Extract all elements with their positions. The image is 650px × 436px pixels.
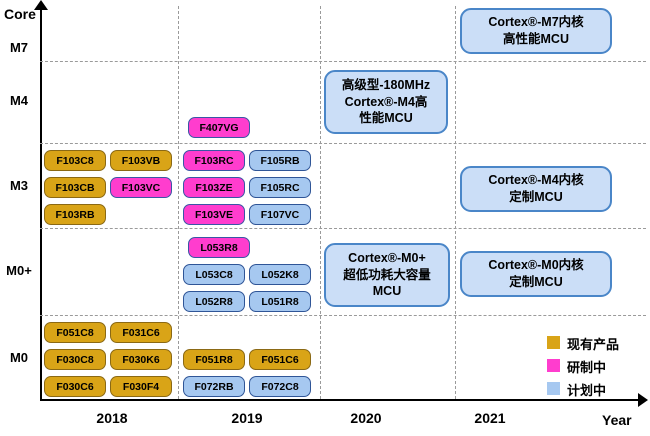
mcu-chip: F030C6 <box>44 376 106 397</box>
annotation-line: Cortex®-M0+ <box>348 250 426 265</box>
y-tick-m7: M7 <box>9 40 29 55</box>
annotation-line: 高性能MCU <box>503 32 569 46</box>
annotation-cortex-m0plus: Cortex®-M0+ 超低功耗大容量 MCU <box>324 243 450 307</box>
x-axis-arrow-icon <box>638 393 648 407</box>
mcu-chip: F103RB <box>44 204 106 225</box>
x-axis-title: Year <box>602 412 632 428</box>
gridline-horizontal <box>40 228 646 229</box>
mcu-chip: F051C6 <box>249 349 311 370</box>
y-tick-m4: M4 <box>9 93 29 108</box>
annotation-line: 定制MCU <box>509 275 563 289</box>
mcu-chip: F103C8 <box>44 150 106 171</box>
annotation-cortex-m0-custom: Cortex®-M0内核 定制MCU <box>460 251 612 297</box>
y-axis-title: Core <box>4 6 36 22</box>
mcu-chip: F051C8 <box>44 322 106 343</box>
x-axis-line <box>40 399 640 401</box>
gridline-horizontal <box>40 61 646 62</box>
legend-swatch-existing <box>547 336 560 349</box>
annotation-line: 高级型-180MHz <box>341 77 431 92</box>
legend-swatch-planned <box>547 382 560 395</box>
y-axis-line <box>40 8 42 399</box>
annotation-line: Cortex®-M4高 <box>344 94 428 109</box>
y-tick-m0: M0 <box>9 350 29 365</box>
mcu-chip: F107VC <box>249 204 311 225</box>
mcu-chip: L051R8 <box>249 291 311 312</box>
mcu-chip: F051R8 <box>183 349 245 370</box>
mcu-chip: F103VE <box>183 204 245 225</box>
legend-label-existing: 现有产品 <box>567 337 620 352</box>
mcu-chip: F103VB <box>110 150 172 171</box>
annotation-line: Cortex®-M4内核 <box>488 173 584 188</box>
gridline-vertical <box>320 6 321 399</box>
y-tick-m3: M3 <box>9 178 29 193</box>
x-tick-2020: 2020 <box>350 410 382 426</box>
mcu-chip: F072C8 <box>249 376 311 397</box>
x-tick-2018: 2018 <box>96 410 128 426</box>
mcu-chip: F030F4 <box>110 376 172 397</box>
mcu-chip: F030C8 <box>44 349 106 370</box>
gridline-vertical <box>455 6 456 399</box>
mcu-chip: F103CB <box>44 177 106 198</box>
gridline-vertical <box>178 6 179 399</box>
legend-label-in-development: 研制中 <box>567 360 607 375</box>
y-axis-arrow-icon <box>34 0 48 10</box>
annotation-cortex-m7: Cortex®-M7内核 高性能MCU <box>460 8 612 54</box>
mcu-chip: F105RB <box>249 150 311 171</box>
legend-swatch-in-development <box>547 359 560 372</box>
mcu-chip: L052K8 <box>249 264 311 285</box>
mcu-chip: F407VG <box>188 117 250 138</box>
mcu-chip: F072RB <box>183 376 245 397</box>
annotation-cortex-m4-180mhz: 高级型-180MHz Cortex®-M4高 性能MCU <box>324 70 448 134</box>
mcu-chip: F103RC <box>183 150 245 171</box>
annotation-cortex-m4-custom: Cortex®-M4内核 定制MCU <box>460 166 612 212</box>
y-tick-m0plus: M0+ <box>6 263 32 278</box>
gridline-horizontal <box>40 315 646 316</box>
mcu-chip: L053R8 <box>188 237 250 258</box>
mcu-chip: F031C6 <box>110 322 172 343</box>
annotation-line: 性能MCU <box>359 111 413 126</box>
mcu-chip: L052R8 <box>183 291 245 312</box>
annotation-line: MCU <box>372 284 402 299</box>
mcu-chip: F103ZE <box>183 177 245 198</box>
x-tick-2019: 2019 <box>231 410 263 426</box>
annotation-line: Cortex®-M0内核 <box>488 258 584 273</box>
mcu-chip: F030K6 <box>110 349 172 370</box>
gridline-horizontal <box>40 143 646 144</box>
legend-label-planned: 计划中 <box>567 383 607 398</box>
x-tick-2021: 2021 <box>474 410 506 426</box>
annotation-line: 定制MCU <box>509 190 563 204</box>
mcu-chip: L053C8 <box>183 264 245 285</box>
annotation-line: 超低功耗大容量 <box>343 267 431 282</box>
mcu-chip: F103VC <box>110 177 172 198</box>
annotation-line: Cortex®-M7内核 <box>488 15 584 30</box>
mcu-chip: F105RC <box>249 177 311 198</box>
